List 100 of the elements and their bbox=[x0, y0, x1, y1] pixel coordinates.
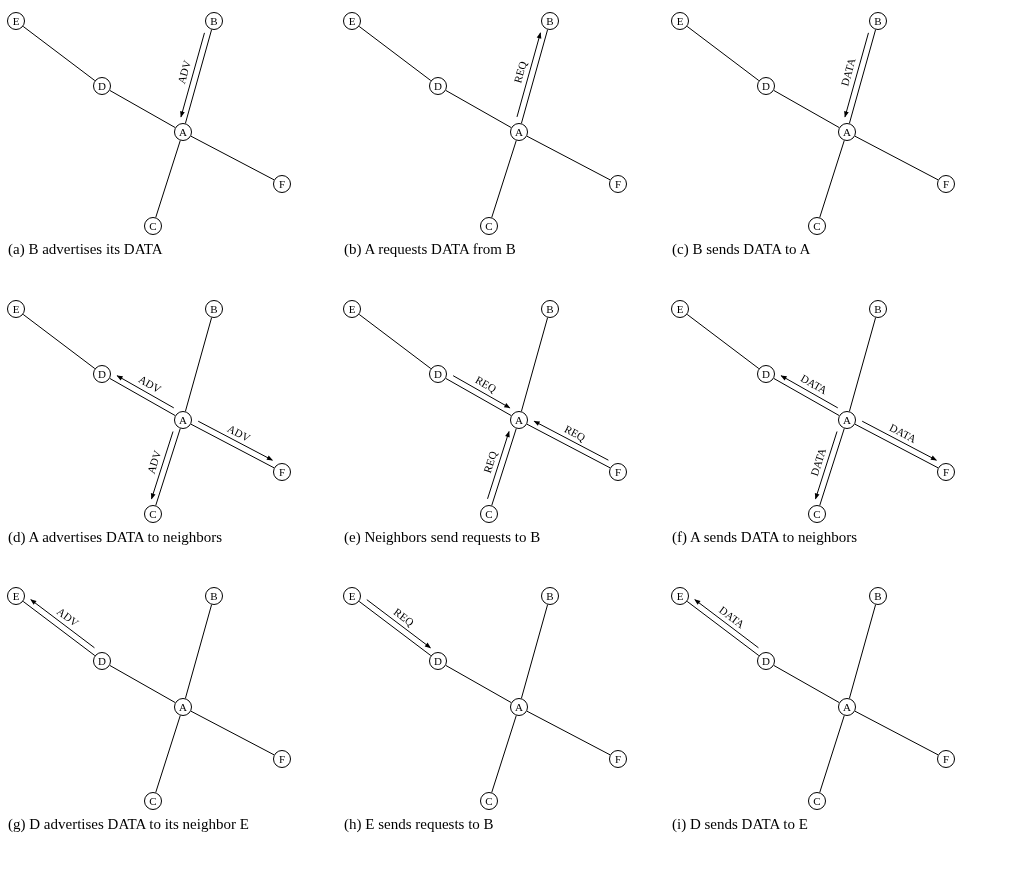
link-line bbox=[854, 710, 939, 756]
node-circle: A bbox=[174, 123, 192, 141]
node-circle: D bbox=[757, 77, 775, 95]
message-arrow bbox=[452, 375, 511, 409]
link-line bbox=[773, 664, 840, 704]
link-line bbox=[854, 135, 939, 181]
node-circle: B bbox=[205, 12, 223, 30]
link-line bbox=[819, 715, 845, 793]
node-circle: B bbox=[541, 587, 559, 605]
link-line bbox=[22, 600, 96, 657]
message-arrow bbox=[197, 420, 273, 461]
message-arrow bbox=[116, 375, 175, 409]
link-line bbox=[155, 715, 181, 793]
caption: (b) A requests DATA from B bbox=[344, 240, 517, 258]
node-circle: E bbox=[343, 300, 361, 318]
node-circle: C bbox=[144, 217, 162, 235]
node-circle: C bbox=[480, 217, 498, 235]
edge-label: REQ bbox=[562, 422, 588, 444]
node-circle: C bbox=[480, 792, 498, 810]
link-line bbox=[491, 715, 517, 793]
link-line bbox=[109, 664, 176, 704]
node-circle: A bbox=[174, 698, 192, 716]
message-arrow bbox=[30, 599, 95, 649]
message-arrow bbox=[533, 420, 609, 461]
node-circle: A bbox=[510, 123, 528, 141]
node-circle: E bbox=[343, 587, 361, 605]
node-circle: E bbox=[7, 587, 25, 605]
caption: (c) B sends DATA to A bbox=[672, 240, 812, 258]
node-circle: E bbox=[7, 300, 25, 318]
node-circle: D bbox=[757, 365, 775, 383]
link-line bbox=[358, 25, 432, 82]
link-line bbox=[520, 29, 549, 124]
node-circle: F bbox=[609, 750, 627, 768]
message-arrow bbox=[844, 32, 869, 118]
link-line bbox=[526, 423, 611, 469]
edge-label: ADV bbox=[144, 449, 164, 476]
caption: (i) D sends DATA to E bbox=[672, 815, 809, 833]
node-circle: F bbox=[937, 175, 955, 193]
message-arrow bbox=[861, 420, 937, 461]
link-line bbox=[848, 317, 877, 412]
node-circle: B bbox=[541, 300, 559, 318]
node-circle: A bbox=[510, 411, 528, 429]
node-circle: D bbox=[757, 652, 775, 670]
caption: (a) B advertises its DATA bbox=[8, 240, 164, 258]
node-circle: F bbox=[609, 175, 627, 193]
message-arrow bbox=[694, 599, 759, 649]
node-circle: D bbox=[429, 77, 447, 95]
link-line bbox=[445, 377, 512, 417]
link-line bbox=[445, 664, 512, 704]
node-circle: B bbox=[869, 300, 887, 318]
link-line bbox=[526, 135, 611, 181]
message-arrow bbox=[814, 431, 838, 500]
link-line bbox=[686, 313, 760, 370]
node-circle: E bbox=[343, 12, 361, 30]
edge-label: ADV bbox=[136, 372, 164, 396]
link-line bbox=[184, 29, 213, 124]
link-line bbox=[445, 89, 512, 129]
link-line bbox=[190, 135, 275, 181]
node-circle: C bbox=[808, 792, 826, 810]
link-line bbox=[184, 317, 213, 412]
caption: (f) A sends DATA to neighbors bbox=[672, 528, 859, 546]
link-line bbox=[526, 710, 611, 756]
link-line bbox=[773, 89, 840, 129]
node-circle: F bbox=[609, 463, 627, 481]
link-line bbox=[190, 710, 275, 756]
node-circle: C bbox=[144, 505, 162, 523]
edge-label: DATA bbox=[838, 57, 858, 88]
link-line bbox=[358, 313, 432, 370]
node-circle: F bbox=[273, 175, 291, 193]
node-circle: D bbox=[93, 652, 111, 670]
caption: (e) Neighbors send requests to B bbox=[344, 528, 542, 546]
node-circle: D bbox=[429, 652, 447, 670]
caption: (h) E sends requests to B bbox=[344, 815, 495, 833]
link-line bbox=[109, 377, 176, 417]
link-line bbox=[854, 423, 939, 469]
link-line bbox=[686, 25, 760, 82]
node-circle: E bbox=[671, 587, 689, 605]
edge-label: ADV bbox=[175, 59, 194, 86]
message-arrow bbox=[366, 599, 431, 649]
edge-label: ADV bbox=[226, 421, 253, 444]
link-line bbox=[848, 604, 877, 699]
link-line bbox=[491, 428, 517, 506]
node-circle: C bbox=[480, 505, 498, 523]
node-circle: F bbox=[273, 463, 291, 481]
message-arrow bbox=[487, 430, 510, 500]
link-line bbox=[773, 377, 840, 417]
node-circle: A bbox=[510, 698, 528, 716]
edge-label: DATA bbox=[807, 447, 828, 478]
node-circle: C bbox=[808, 505, 826, 523]
node-circle: E bbox=[7, 12, 25, 30]
message-arrow bbox=[180, 32, 205, 118]
message-arrow bbox=[780, 375, 839, 409]
caption: (g) D advertises DATA to its neighbor E bbox=[8, 815, 250, 833]
node-circle: A bbox=[174, 411, 192, 429]
message-arrow bbox=[516, 32, 542, 118]
link-line bbox=[358, 600, 432, 657]
node-circle: B bbox=[869, 12, 887, 30]
node-circle: A bbox=[838, 123, 856, 141]
message-arrow bbox=[150, 431, 174, 500]
link-line bbox=[819, 140, 845, 218]
